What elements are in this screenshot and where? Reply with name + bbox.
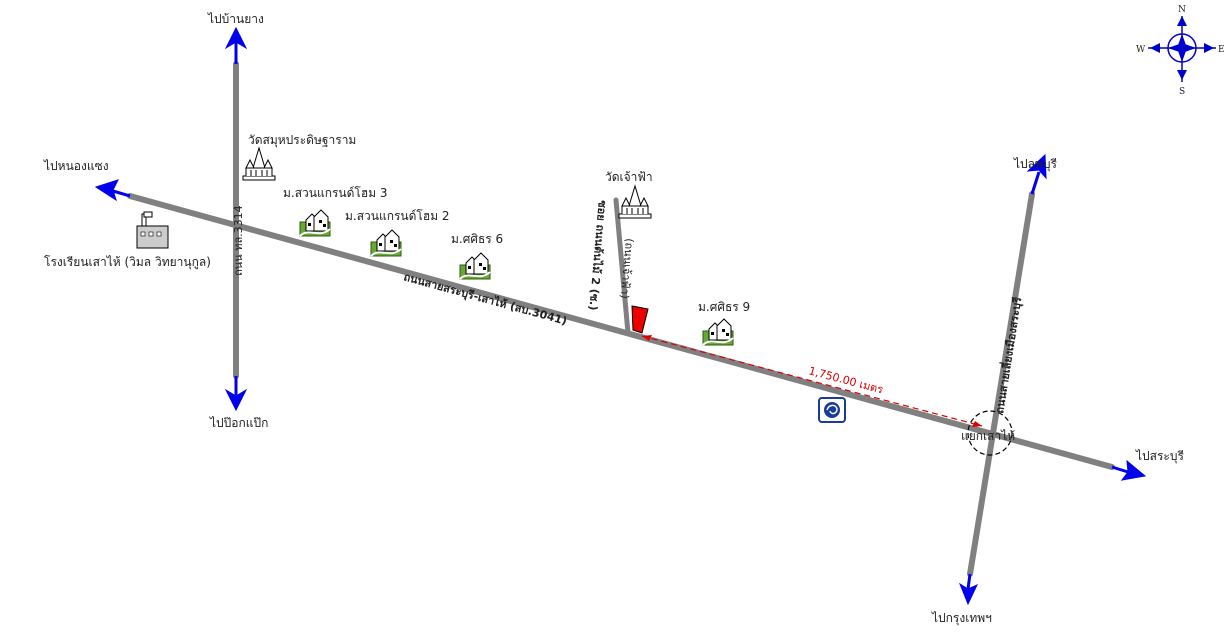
- direction-label-left: ไปหนองแซง: [43, 159, 109, 173]
- soi-road-label-a: ซอย ถนนต้นไม้ 2 (ซ.): [586, 200, 610, 311]
- temple2-label: วัดเจ้าฟ้า: [605, 170, 653, 184]
- direction-label-bottom-left: ไปป๊อกแป๊ก: [209, 416, 268, 430]
- temple-icon: [242, 147, 276, 181]
- compass-n-label: N: [1178, 5, 1186, 15]
- temple-icon: [618, 185, 652, 219]
- school-label: โรงเรียนเสาไห้ (วิมล วิทยานุกูล): [44, 255, 211, 270]
- direction-label-top: ไปบ้านยาง: [207, 12, 264, 26]
- junction-circle: [967, 410, 1013, 456]
- bank-icon: [818, 397, 846, 423]
- village4-label: ม.ศศิธร 9: [698, 300, 750, 314]
- village-icon: [459, 252, 491, 280]
- compass-east-icon: [1204, 43, 1214, 53]
- main-road: [127, 193, 1115, 470]
- village1-label: ม.สวนแกรนด์โฮม 3: [283, 186, 388, 200]
- direction-arrows: [94, 26, 1147, 606]
- temple1-label: วัดสมุหประดิษฐาราม: [248, 133, 356, 148]
- village-icon: [299, 209, 331, 237]
- soi-road-label-b: (ถนนเจ้าฟ้า): [618, 238, 636, 300]
- compass-west-icon: [1150, 43, 1160, 53]
- arrow-upright-icon: [1026, 153, 1047, 180]
- arrow-left-icon: [94, 179, 119, 202]
- village-icon: [702, 318, 734, 346]
- compass-rose: N S W E: [1136, 5, 1225, 97]
- village-icon: [370, 229, 402, 257]
- village2-label: ม.สวนแกรนด์โฮม 2: [345, 209, 450, 223]
- village3-label: ม.ศศิธร 6: [451, 232, 503, 246]
- direction-label-top-right: ไปลพบุรี: [1013, 157, 1058, 172]
- junction-label: แยกเสาไห้: [961, 429, 1015, 443]
- compass-w-label: W: [1136, 45, 1146, 55]
- compass-north-icon: [1177, 16, 1187, 26]
- bypass-road-label: ถนนสายเลี่ยงเมืองสระบุรี: [991, 296, 1025, 415]
- compass-e-label: E: [1218, 45, 1225, 55]
- direction-label-bottom: ไปกรุงเทพฯ: [931, 611, 992, 626]
- vertical-road-label: ถนน ทล.3314: [232, 205, 245, 276]
- bypass-road: [967, 191, 1035, 577]
- compass-s-label: S: [1179, 87, 1185, 97]
- school-icon: [136, 211, 169, 249]
- compass-south-icon: [1177, 70, 1187, 80]
- road-lines: [127, 61, 1115, 577]
- soi-road: [613, 197, 631, 336]
- direction-label-right: ไปสระบุรี: [1135, 449, 1184, 464]
- location-marker-icon: [631, 305, 649, 334]
